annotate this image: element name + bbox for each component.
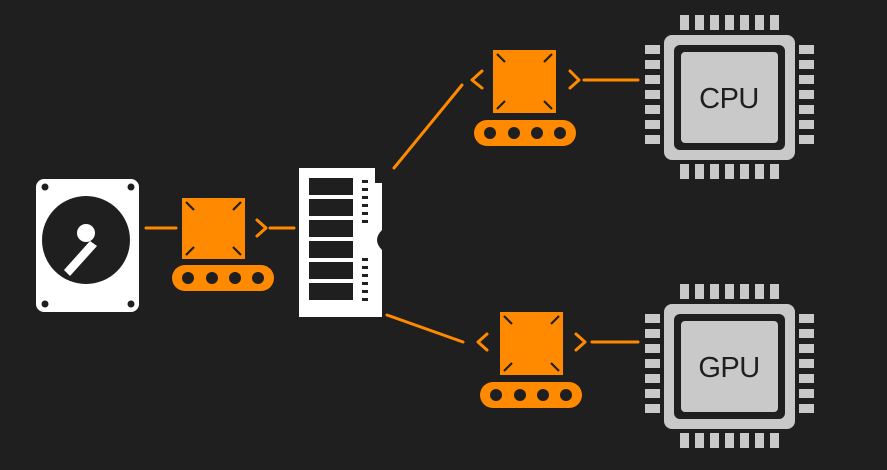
conveyor-box-icon bbox=[172, 198, 274, 291]
connector-ram-gpu-branch bbox=[385, 313, 465, 344]
conveyor-box-icon bbox=[480, 312, 582, 408]
arrow-head-right-icon bbox=[574, 332, 587, 352]
arrow-head-left-icon bbox=[470, 69, 484, 90]
hard-drive-icon bbox=[36, 179, 139, 312]
connector-ram-cpu-branch bbox=[392, 83, 464, 170]
ram-module-icon bbox=[299, 168, 382, 317]
cpu-chip-icon: CPU bbox=[645, 15, 814, 179]
arrow-head-left-icon bbox=[476, 332, 489, 352]
connectors bbox=[144, 69, 640, 352]
gpu-chip-icon: GPU bbox=[645, 284, 814, 448]
cpu-label: CPU bbox=[699, 83, 759, 115]
gpu-label: GPU bbox=[698, 352, 759, 384]
conveyor-box-icon bbox=[474, 50, 576, 146]
arrow-head-right-icon bbox=[568, 69, 581, 90]
arrow-head-right-icon bbox=[255, 218, 268, 238]
